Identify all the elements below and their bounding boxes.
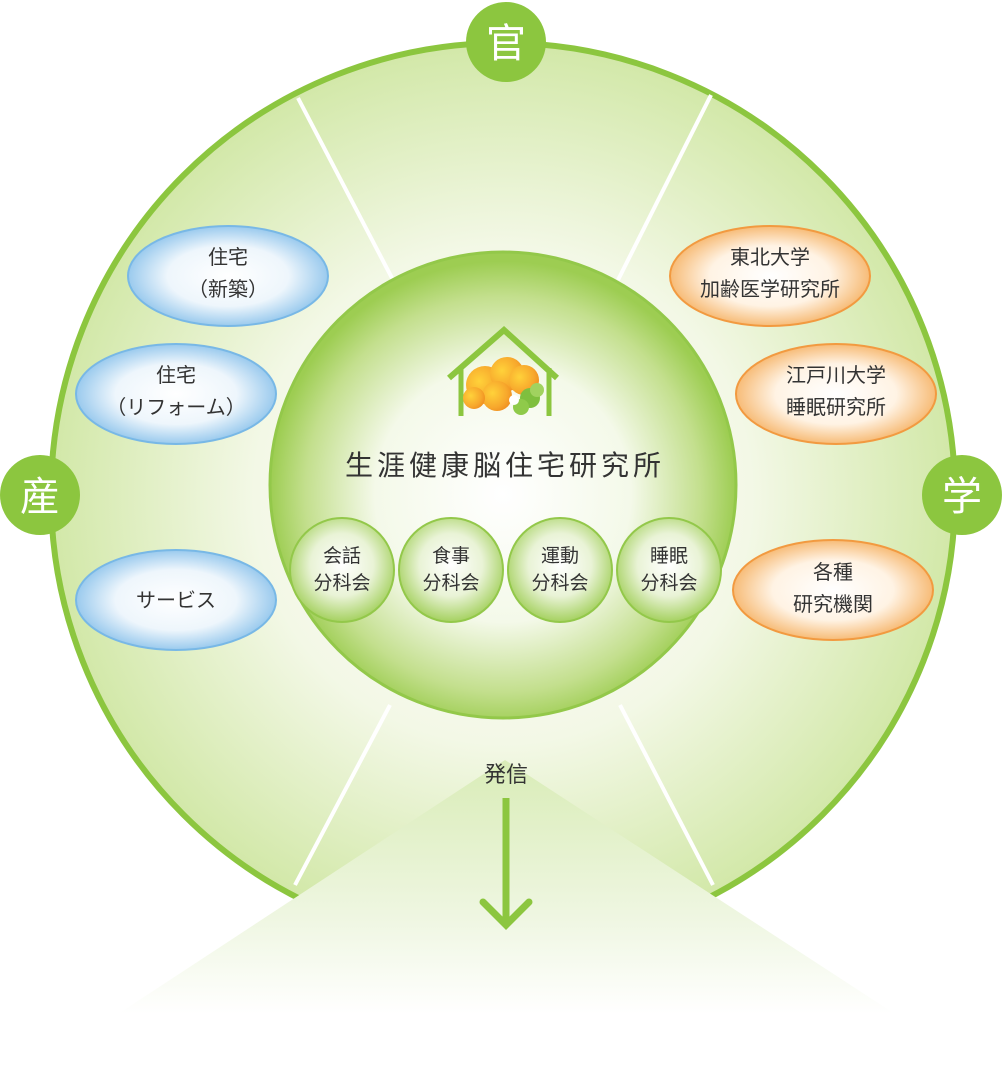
oval-line1: 住宅	[156, 363, 196, 387]
industry-oval-housing-new: 住宅 （新築）	[127, 225, 329, 327]
badge-academia: 学	[922, 455, 1002, 535]
badge-label: 官	[486, 21, 526, 67]
badge-label: 産	[20, 474, 60, 520]
academia-oval-edogawa: 江戸川大学 睡眠研究所	[735, 343, 937, 445]
house-logo-icon	[447, 325, 560, 416]
oval-line2: 睡眠研究所	[786, 395, 886, 419]
subcommittee-suimin: 睡眠 分科会	[616, 517, 722, 623]
industry-oval-service: サービス	[75, 549, 277, 651]
output-label: 発信	[484, 763, 528, 788]
oval-line2: 加齢医学研究所	[700, 277, 840, 301]
subcommittee-name: 会話	[323, 545, 361, 567]
subcommittee-suffix: 分科会	[313, 572, 370, 594]
badge-industry: 産	[0, 455, 80, 535]
academia-oval-tohoku: 東北大学 加齢医学研究所	[669, 225, 871, 327]
oval-line2: 研究機関	[793, 592, 873, 616]
oval-line2: （新築）	[188, 277, 268, 301]
subcommittee-kaiwa: 会話 分科会	[289, 517, 395, 623]
subcommittee-name: 食事	[432, 545, 470, 567]
oval-line1: サービス	[136, 588, 216, 612]
oval-line1: 各種	[813, 560, 853, 584]
oval-line1: 江戸川大学	[786, 363, 886, 387]
subcommittee-shokuji: 食事 分科会	[398, 517, 504, 623]
badge-government: 官	[466, 2, 546, 82]
oval-line1: 住宅	[208, 245, 248, 269]
subcommittee-name: 睡眠	[650, 545, 688, 567]
subcommittee-suffix: 分科会	[640, 572, 697, 594]
institute-title: 生涯健康脳住宅研究所	[345, 449, 665, 482]
subcommittee-name: 運動	[541, 545, 579, 567]
sector-dividers	[293, 94, 715, 886]
beam-fade	[0, 1014, 1005, 1074]
subcommittee-suffix: 分科会	[531, 572, 588, 594]
subcommittee-suffix: 分科会	[422, 572, 479, 594]
subcommittee-undou: 運動 分科会	[507, 517, 613, 623]
industry-oval-housing-reform: 住宅 （リフォーム）	[75, 343, 277, 445]
academia-oval-others: 各種 研究機関	[732, 539, 934, 641]
oval-line2: （リフォーム）	[106, 395, 245, 419]
arrow-down-icon	[479, 798, 533, 930]
center-circle	[268, 250, 738, 720]
badge-label: 学	[942, 474, 982, 520]
oval-line1: 東北大学	[730, 245, 810, 269]
